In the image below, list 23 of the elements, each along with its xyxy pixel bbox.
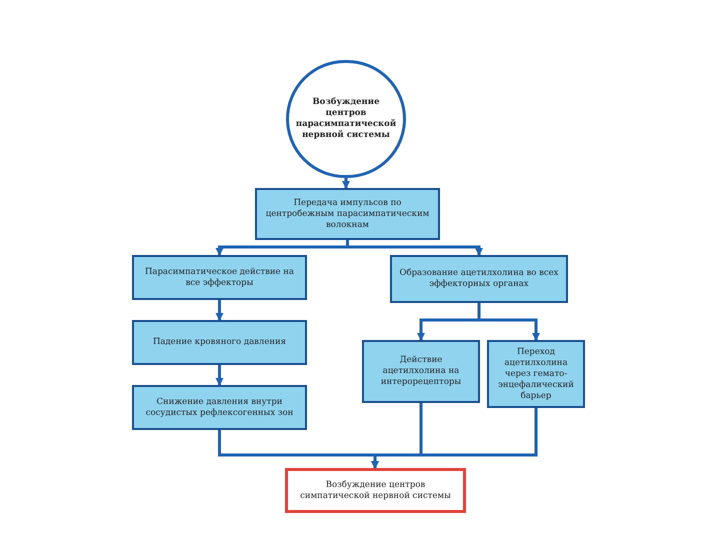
process-box bbox=[255, 188, 440, 240]
node-text: Возбуждение центров симпатической нервной системы bbox=[299, 480, 452, 502]
node-text: Переход ацетилхолина через гемато-энцефалический барьер bbox=[497, 346, 575, 402]
process-box bbox=[390, 255, 568, 303]
node-text: Передача импульсов по центробежным парасимпатическим волокнам bbox=[264, 198, 430, 230]
arrow bbox=[216, 365, 224, 386]
process-box bbox=[362, 340, 480, 403]
arrow bbox=[371, 408, 538, 469]
arrow bbox=[216, 300, 224, 321]
process-box bbox=[132, 385, 307, 430]
process-box bbox=[132, 320, 307, 365]
process-box bbox=[487, 340, 585, 408]
node-text: Образование ацетилхолина во всех эффекторных органах bbox=[398, 268, 560, 290]
node-text: Падение кровяного давления bbox=[152, 337, 286, 348]
arrow bbox=[478, 303, 540, 341]
result-box bbox=[285, 468, 466, 513]
node-text: Возбуждение центров парасимпатической нервной системы bbox=[294, 97, 398, 141]
arrow bbox=[342, 178, 350, 189]
node-text: Парасимпатическое действие на все эффекторы bbox=[144, 266, 295, 288]
arrow bbox=[346, 240, 483, 256]
process-box bbox=[132, 255, 307, 300]
node-text: Снижение давления внутри сосудистых рефлексогенных зон bbox=[144, 396, 294, 418]
node-text: Действие ацетилхолина на интерорецепторы bbox=[380, 355, 462, 388]
